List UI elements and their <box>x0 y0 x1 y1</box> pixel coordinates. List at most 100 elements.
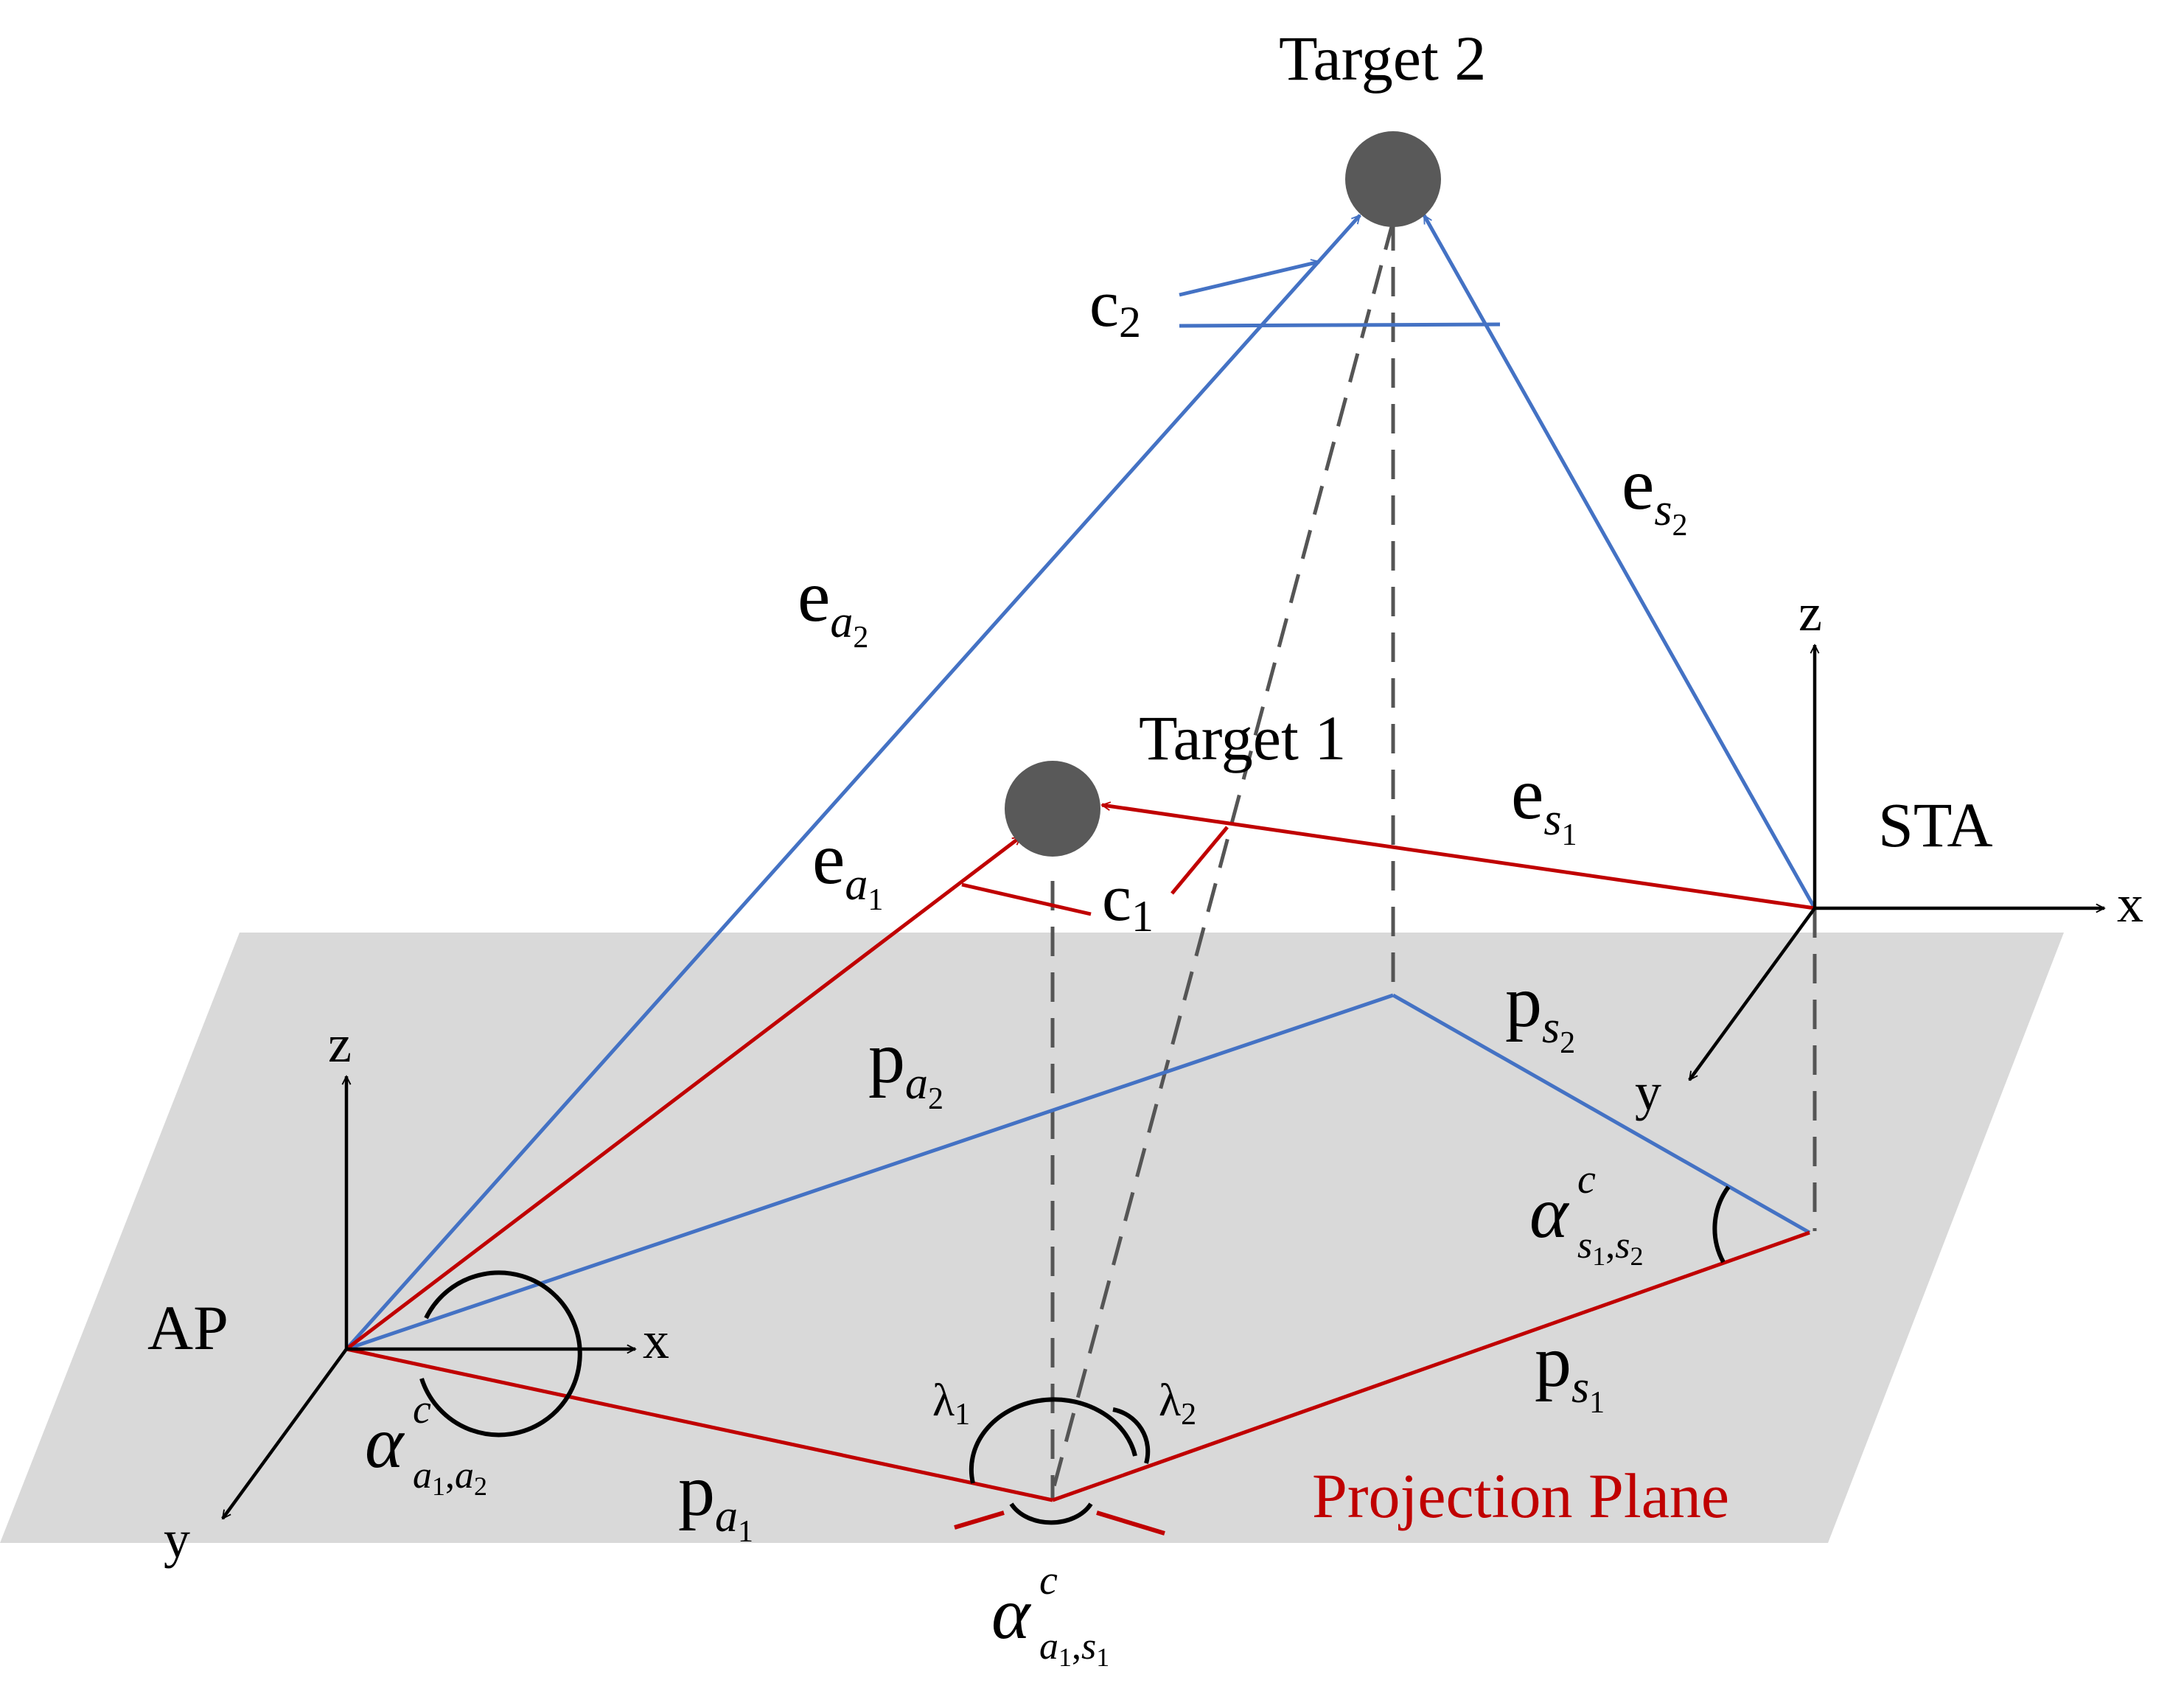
c1-sub: 1 <box>1131 892 1154 941</box>
lambda2-sub: 2 <box>1181 1398 1196 1432</box>
alpha-a1a2-sep: , <box>445 1454 455 1496</box>
lambda1-arc <box>969 1397 1137 1484</box>
p-a2-sub: a <box>905 1059 928 1109</box>
p-s2-sub: s <box>1542 1003 1560 1053</box>
alpha-a1a2-s1n: 1 <box>432 1471 445 1501</box>
alpha-s1s2-sub: s1,s2 <box>1577 1224 1644 1271</box>
ap-axis-x-label: x <box>643 1311 669 1370</box>
alpha-a1s1-arc <box>1009 1502 1093 1525</box>
angle-arcs <box>419 1185 1731 1525</box>
target2-marker <box>1345 131 1441 227</box>
red-geometry <box>345 805 1815 1536</box>
sta-axes <box>1688 645 2104 1080</box>
sta-axis-y <box>1688 907 1816 1080</box>
alpha-a1a2-arc <box>419 1270 582 1438</box>
alpha-s1s2-label: α c s1,s2 <box>1529 1157 1644 1271</box>
e-a2-vector <box>345 214 1361 1351</box>
p-s1-label: ps1 <box>1535 1320 1605 1420</box>
c1-label: c1 <box>1102 862 1154 941</box>
alpha-a1a2-label: α c a1,a2 <box>365 1387 487 1501</box>
e-s1-base: e <box>1511 753 1543 834</box>
lambda1-sub: 1 <box>955 1398 970 1432</box>
ap-label: AP <box>147 1292 228 1363</box>
alpha-a1a2-s1: a <box>413 1454 432 1496</box>
lambda1-label: λ1 <box>932 1376 970 1432</box>
e-s2-vector <box>1422 215 1817 910</box>
sta-axis-x-label: x <box>2117 874 2143 933</box>
alpha-s1s2-s2: s <box>1615 1224 1630 1266</box>
target1-label: Target 1 <box>1139 703 1346 773</box>
e-a2-subsub: 2 <box>853 621 868 655</box>
ap-axes <box>221 1076 635 1519</box>
alpha-a1s1-sup: c <box>1039 1558 1058 1603</box>
alpha-s1s2-arc <box>1712 1185 1731 1264</box>
e-s2-sub: s <box>1654 485 1672 535</box>
p-a2-line <box>346 993 1394 1351</box>
e-a1-base: e <box>812 818 845 899</box>
p-s1-sub: s <box>1571 1362 1589 1412</box>
alpha-a1a2-sub: a1,a2 <box>413 1454 487 1501</box>
alpha-a1a2-s2n: 2 <box>474 1471 487 1501</box>
c2-pointer-right <box>1179 322 1501 328</box>
alpha-s1s2-sep: , <box>1605 1224 1615 1266</box>
alpha-a1s1-s2: s <box>1081 1625 1096 1668</box>
ap-axis-y <box>221 1348 348 1519</box>
projection-plane <box>0 933 2064 1543</box>
c2-pointer-left <box>1179 262 1319 297</box>
dashed-target2-to-vertex <box>1048 220 1395 1501</box>
c1-pointer-right <box>1171 826 1229 895</box>
c2-sub: 2 <box>1119 298 1141 346</box>
c1-pointer-left <box>961 882 1092 916</box>
c2-label: c2 <box>1089 268 1141 346</box>
p-a1-label: pa1 <box>678 1449 753 1549</box>
alpha-a1a2-s2: a <box>455 1454 474 1496</box>
blue-geometry <box>345 214 1817 1351</box>
p-s1-line <box>1052 1230 1810 1502</box>
p-a1-sub: a <box>715 1491 738 1541</box>
lambda2-label: λ2 <box>1159 1376 1196 1432</box>
alpha-a1s1-sep: , <box>1072 1625 1081 1668</box>
ap-axis-z-label: z <box>328 1014 352 1073</box>
alpha-a1s1-label: α c a1,s1 <box>991 1558 1109 1672</box>
alpha-a1a2-sup: c <box>413 1387 431 1432</box>
c2-base: c <box>1089 268 1119 341</box>
e-s1-label: es1 <box>1511 753 1577 852</box>
e-a2-sub: a <box>830 597 853 647</box>
alpha-a1s1-s2n: 1 <box>1096 1642 1109 1672</box>
p-a2-subsub: 2 <box>928 1082 943 1116</box>
alpha-a1s1-sub: a1,s1 <box>1039 1625 1109 1672</box>
alpha-a1s1-tangent-left <box>954 1510 1005 1530</box>
projection-plane-label: Projection Plane <box>1312 1460 1729 1531</box>
alpha-a1s1-base: α <box>991 1572 1032 1654</box>
target1-marker <box>1005 761 1100 857</box>
p-s1-base: p <box>1535 1320 1571 1402</box>
alpha-s1s2-s1n: 1 <box>1592 1241 1605 1271</box>
alpha-s1s2-base: α <box>1529 1171 1570 1253</box>
p-a2-label: pa2 <box>868 1017 943 1116</box>
p-a2-base: p <box>868 1017 905 1098</box>
alpha-a1s1-s1n: 1 <box>1058 1642 1072 1672</box>
sta-axis-z-label: z <box>1799 583 1822 642</box>
p-a1-line <box>346 1347 1053 1502</box>
sta-axis-y-label: y <box>1635 1062 1661 1121</box>
e-a1-sub: a <box>845 860 868 910</box>
e-a1-vector <box>345 835 1021 1351</box>
alpha-s1s2-s2n: 2 <box>1630 1241 1644 1271</box>
e-s2-base: e <box>1622 443 1654 525</box>
e-s1-subsub: 1 <box>1562 818 1577 852</box>
c1-base: c <box>1102 862 1131 935</box>
lambda2-arc <box>1112 1407 1151 1464</box>
e-s1-vector <box>1102 805 1815 910</box>
p-s2-subsub: 2 <box>1560 1026 1575 1060</box>
p-s2-label: ps2 <box>1505 961 1575 1060</box>
e-a2-label: ea2 <box>798 555 868 655</box>
e-s2-subsub: 2 <box>1672 509 1688 543</box>
p-s1-subsub: 1 <box>1589 1386 1605 1420</box>
alpha-s1s2-s1: s <box>1577 1224 1592 1266</box>
lambda1-base: λ <box>932 1376 955 1426</box>
p-s2-line <box>1392 993 1811 1235</box>
p-s2-base: p <box>1505 961 1542 1042</box>
alpha-a1a2-base: α <box>365 1401 405 1483</box>
e-s1-sub: s <box>1543 795 1561 845</box>
